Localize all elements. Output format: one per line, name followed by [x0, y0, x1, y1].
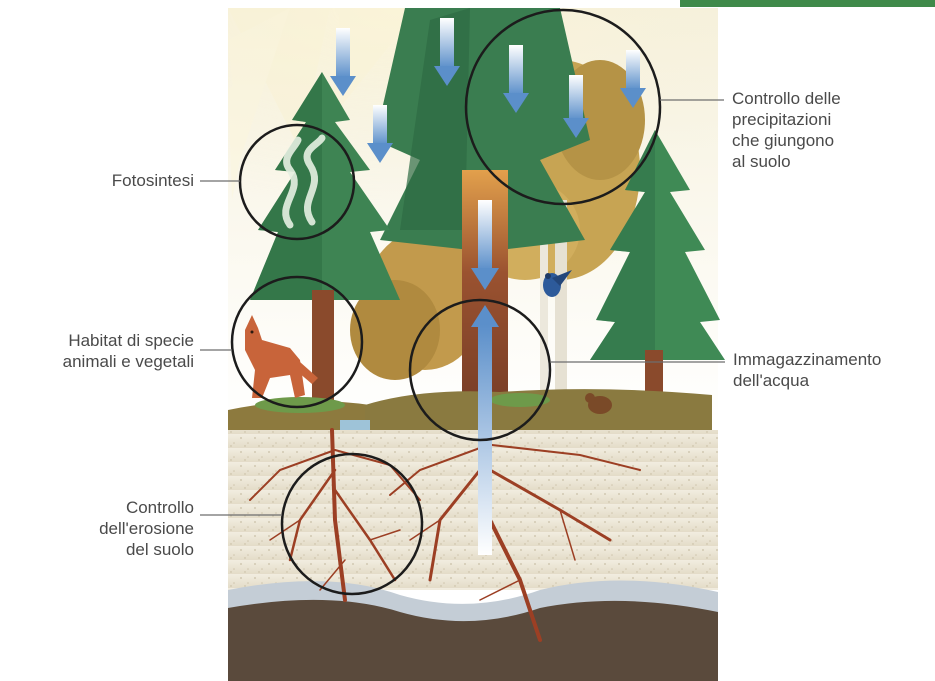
label-precipitazioni-line-1: Controllo delle	[732, 88, 922, 109]
label-fotosintesi: Fotosintesi	[60, 170, 194, 191]
label-acqua: Immagazzinamento dell'acqua	[733, 349, 928, 391]
label-acqua-line-1: Immagazzinamento	[733, 349, 928, 370]
label-acqua-line-2: dell'acqua	[733, 370, 928, 391]
label-fotosintesi-line: Fotosintesi	[60, 170, 194, 191]
label-precipitazioni-line-3: che giungono	[732, 130, 922, 151]
label-precipitazioni-line-4: al suolo	[732, 151, 922, 172]
label-erosione-line-3: del suolo	[40, 539, 194, 560]
label-erosione: Controllo dell'erosione del suolo	[40, 497, 194, 560]
label-habitat-line-2: animali e vegetali	[10, 351, 194, 372]
label-erosione-line-1: Controllo	[40, 497, 194, 518]
label-erosione-line-2: dell'erosione	[40, 518, 194, 539]
label-precipitazioni-line-2: precipitazioni	[732, 109, 922, 130]
label-habitat-line-1: Habitat di specie	[10, 330, 194, 351]
label-habitat: Habitat di specie animali e vegetali	[10, 330, 194, 372]
soil-layer	[228, 430, 718, 590]
label-precipitazioni: Controllo delle precipitazioni che giung…	[732, 88, 922, 172]
